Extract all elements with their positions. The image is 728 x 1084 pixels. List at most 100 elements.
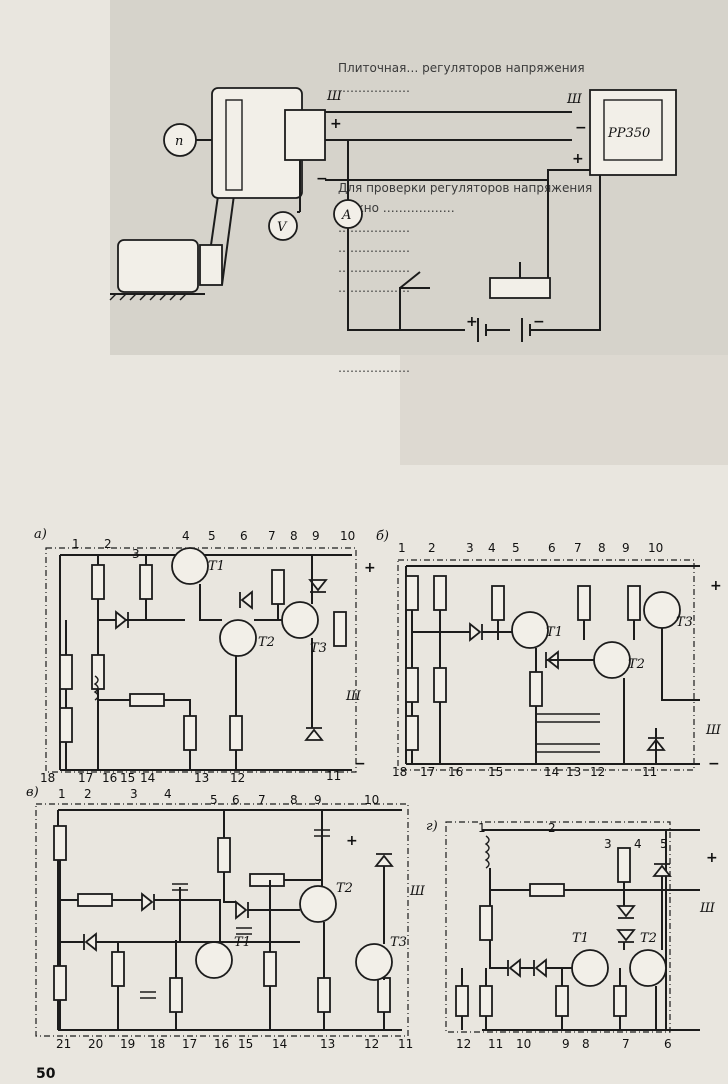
terminal-sh: Ш — [705, 723, 722, 738]
generator-terminals — [284, 109, 326, 161]
label-1: 1 — [398, 541, 406, 555]
wire-minus — [325, 169, 590, 181]
transistor-t3 — [281, 601, 319, 639]
transistor-t3 — [355, 943, 393, 981]
transistor-t1 — [195, 941, 233, 979]
resistor — [433, 575, 447, 611]
label-3: 3 — [130, 787, 138, 801]
terminal-minus: − — [708, 756, 720, 772]
label-t3: T3 — [310, 641, 327, 656]
text-line: ……………… — [338, 281, 410, 295]
resistor — [555, 985, 569, 1017]
generator-sh-label: Ш — [326, 89, 343, 104]
label-18: 18 — [150, 1037, 165, 1051]
resistor — [405, 575, 419, 611]
label-14: 14 — [140, 771, 155, 785]
circuit-v: в) 1 2 3 4 5 6 7 8 9 10 11 12 13 14 15 — [26, 785, 426, 1051]
resistor — [77, 893, 113, 907]
text-line: нужно ……………… — [338, 201, 455, 215]
voltmeter-gauge — [268, 211, 298, 241]
resistor — [613, 985, 627, 1017]
terminal-minus: − — [354, 756, 366, 772]
diode — [652, 863, 672, 877]
label-18: 18 — [40, 771, 55, 785]
resistor — [271, 569, 285, 605]
circuit-b-frame — [397, 559, 695, 771]
label-13: 13 — [320, 1037, 335, 1051]
label-t1: T1 — [208, 559, 225, 574]
resistor — [59, 654, 73, 690]
resistor — [59, 707, 73, 743]
resistor — [627, 585, 641, 621]
label-9: 9 — [622, 541, 630, 555]
resistor — [183, 715, 197, 751]
label-5: 5 — [512, 541, 520, 555]
terminal-plus: + — [710, 578, 722, 594]
transistor-t1 — [571, 949, 609, 987]
label-7: 7 — [622, 1037, 630, 1051]
regulator-minus-label: − — [575, 120, 587, 136]
label-10: 10 — [516, 1037, 531, 1051]
label-4: 4 — [164, 787, 172, 801]
circuit-b: б) 1 2 3 4 5 6 7 8 9 10 11 12 13 14 15 1… — [376, 529, 722, 779]
label-t3: T3 — [676, 615, 693, 630]
label-12: 12 — [456, 1037, 471, 1051]
diode — [115, 610, 129, 630]
label-16: 16 — [102, 771, 117, 785]
circuit-a-wiring — [65, 555, 237, 770]
resistor — [53, 825, 67, 861]
circuit-g-letter: г) — [426, 819, 438, 834]
label-11: 11 — [326, 769, 341, 783]
resistor — [479, 905, 493, 941]
label-11: 11 — [488, 1037, 503, 1051]
wire-ammeter — [347, 140, 430, 331]
motor-pulley — [199, 244, 223, 286]
circuit-g-frame — [445, 821, 671, 1033]
inductor — [93, 675, 99, 701]
label-15: 15 — [238, 1037, 253, 1051]
label-7: 7 — [258, 793, 266, 807]
label-4: 4 — [488, 541, 496, 555]
circuit-v-wiring — [59, 810, 385, 1030]
text-line: ……………… — [338, 241, 410, 255]
label-2: 2 — [84, 787, 92, 801]
text-area-background — [400, 355, 728, 465]
label-5: 5 — [210, 793, 218, 807]
circuit-g-wiring — [461, 868, 700, 1030]
battery — [430, 175, 601, 342]
battery-minus-label: − — [533, 314, 545, 330]
label-19: 19 — [120, 1037, 135, 1051]
label-12: 12 — [230, 771, 245, 785]
resistor — [529, 883, 565, 897]
diode — [235, 900, 249, 920]
label-20: 20 — [88, 1037, 103, 1051]
ground-hatch-icon — [109, 293, 187, 301]
circuit-a: а) 1 2 3 4 5 6 7 8 9 10 11 12 13 14 — [34, 527, 376, 785]
label-17: 17 — [182, 1037, 197, 1051]
label-14: 14 — [544, 765, 559, 779]
terminal-plus: + — [346, 833, 358, 849]
label-t2: T2 — [336, 881, 353, 896]
label-5: 5 — [660, 837, 668, 851]
text-line: ……………… — [338, 361, 410, 375]
generator-plus-label: + — [330, 116, 342, 132]
resistor — [129, 693, 165, 707]
label-9: 9 — [312, 529, 320, 543]
transistor-t2 — [299, 885, 337, 923]
label-1: 1 — [58, 787, 66, 801]
text-line: Плиточная… регуляторов напряжения — [338, 61, 585, 75]
label-t2: T2 — [640, 931, 657, 946]
wire-voltmeter — [297, 160, 301, 213]
label-3: 3 — [466, 541, 474, 555]
label-6: 6 — [232, 793, 240, 807]
label-13: 13 — [566, 765, 581, 779]
label-7: 7 — [268, 529, 276, 543]
circuit-g: г) 1 2 3 4 5 6 7 8 9 10 11 12 T1 T2 + Ш — [426, 819, 718, 1051]
label-3: 3 — [604, 837, 612, 851]
test-bench-diagram: n V A Ш + − РР350 Ш − + + − — [109, 87, 677, 342]
label-11: 11 — [398, 1037, 413, 1051]
ammeter-label: A — [341, 208, 351, 223]
label-2: 2 — [548, 821, 556, 835]
